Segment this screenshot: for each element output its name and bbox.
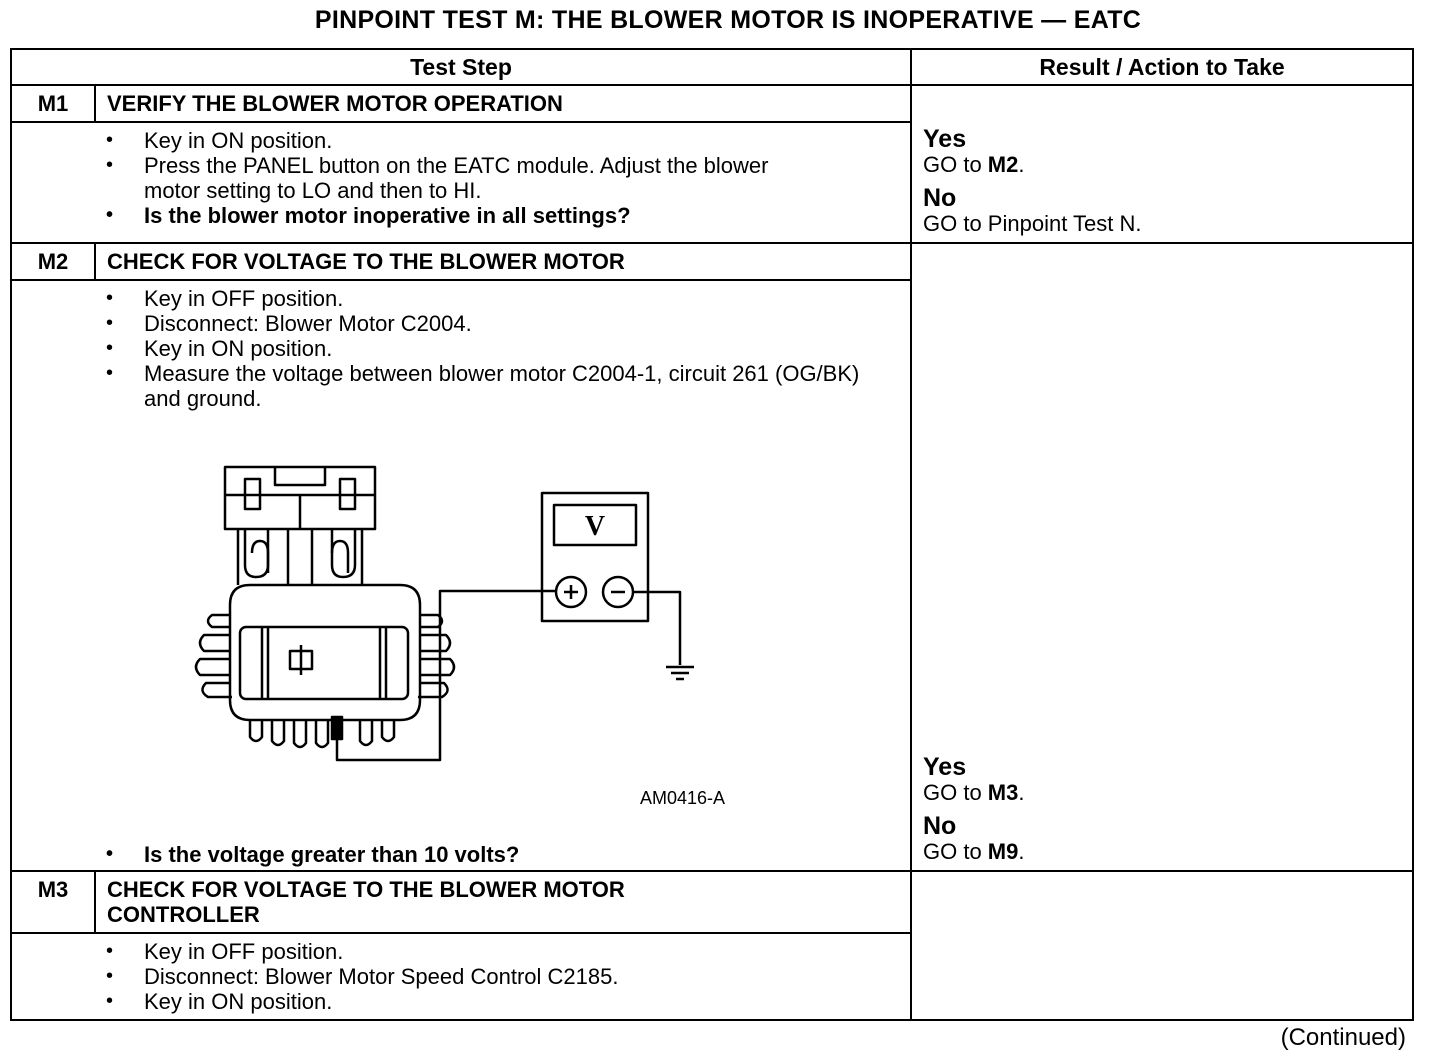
action-prefix: GO to bbox=[923, 780, 988, 805]
step-question-m1: Is the blower motor inoperative in all s… bbox=[106, 203, 826, 228]
step-heading-m2: CHECK FOR VOLTAGE TO THE BLOWER MOTOR bbox=[107, 249, 625, 274]
yes-action: GO to M3. bbox=[923, 780, 1024, 805]
yes-label: Yes bbox=[923, 753, 967, 781]
m2-heading-rule bbox=[10, 279, 912, 281]
step-list-m1: Key in ON position. Press the PANEL butt… bbox=[106, 128, 826, 228]
result-m2: Yes GO to M3. No GO to M9. bbox=[923, 754, 1024, 872]
voltage-test-illustration: V bbox=[194, 465, 694, 762]
no-label: No bbox=[923, 812, 957, 840]
no-label: No bbox=[923, 184, 957, 212]
m2-row-rule bbox=[10, 870, 1414, 872]
no-action: GO to Pinpoint Test N. bbox=[923, 211, 1141, 236]
ground-lead bbox=[633, 590, 682, 665]
action-prefix: GO to bbox=[923, 839, 988, 864]
m1-heading-rule bbox=[10, 121, 912, 123]
page-title: PINPOINT TEST M: THE BLOWER MOTOR IS INO… bbox=[314, 6, 1142, 34]
figure-id: AM0416-A bbox=[640, 788, 726, 808]
action-suffix: . bbox=[1018, 152, 1025, 177]
step-question-m2: Is the voltage greater than 10 volts? bbox=[106, 842, 886, 867]
list-item: Measure the voltage between blower motor… bbox=[106, 361, 886, 411]
step-question-list-m2: Is the voltage greater than 10 volts? bbox=[106, 842, 886, 867]
result-m1: Yes GO to M2. No GO to Pinpoint Test N. bbox=[923, 126, 1141, 244]
step-heading-m1: VERIFY THE BLOWER MOTOR OPERATION bbox=[107, 91, 563, 116]
list-item: Disconnect: Blower Motor Speed Control C… bbox=[106, 964, 886, 989]
test-table bbox=[10, 48, 1414, 1021]
meter-symbol: V bbox=[585, 511, 605, 542]
probe-tip bbox=[330, 715, 344, 741]
continued-note: (Continued) bbox=[1280, 1024, 1406, 1051]
step-id-m2: M2 bbox=[37, 249, 69, 274]
m1-row-rule bbox=[10, 242, 1414, 244]
list-item: Key in ON position. bbox=[106, 989, 886, 1014]
positive-terminal bbox=[554, 575, 588, 609]
no-action: GO to M9. bbox=[923, 839, 1024, 864]
action-prefix: GO to Pinpoint Test N. bbox=[923, 211, 1142, 236]
yes-label: Yes bbox=[923, 125, 967, 153]
result-header: Result / Action to Take bbox=[1039, 54, 1285, 80]
list-item: Key in OFF position. bbox=[106, 939, 886, 964]
heading-line: CHECK FOR VOLTAGE TO THE BLOWER MOTOR bbox=[107, 877, 625, 902]
action-suffix: . bbox=[1018, 839, 1025, 864]
column-divider bbox=[910, 48, 912, 1019]
m3-id-divider bbox=[94, 870, 96, 933]
step-id-m1: M1 bbox=[37, 91, 69, 116]
action-target: M3 bbox=[987, 780, 1019, 805]
action-target: M2 bbox=[987, 152, 1019, 177]
action-target: M9 bbox=[987, 839, 1019, 864]
m1-id-divider bbox=[94, 84, 96, 122]
list-item: Press the PANEL button on the EATC modul… bbox=[106, 153, 826, 203]
list-item: Key in ON position. bbox=[106, 336, 886, 361]
positive-lead bbox=[335, 589, 555, 762]
step-id-m3: M3 bbox=[37, 877, 69, 902]
header-rule bbox=[10, 84, 1414, 86]
step-list-m3: Key in OFF position. Disconnect: Blower … bbox=[106, 939, 886, 1014]
motor-housing bbox=[228, 583, 422, 722]
voltmeter bbox=[540, 491, 650, 623]
yes-action: GO to M2. bbox=[923, 152, 1141, 177]
m3-heading-rule bbox=[10, 932, 912, 934]
test-step-header: Test Step bbox=[410, 54, 512, 80]
list-item: Key in OFF position. bbox=[106, 286, 886, 311]
list-item: Key in ON position. bbox=[106, 128, 826, 153]
heading-line: CONTROLLER bbox=[107, 902, 260, 927]
step-list-m2: Key in OFF position. Disconnect: Blower … bbox=[106, 286, 886, 411]
action-suffix: . bbox=[1018, 780, 1025, 805]
m2-id-divider bbox=[94, 242, 96, 280]
meter-display bbox=[552, 503, 638, 547]
terminal-block bbox=[238, 625, 410, 701]
action-prefix: GO to bbox=[923, 152, 988, 177]
step-heading-m3: CHECK FOR VOLTAGE TO THE BLOWER MOTOR CO… bbox=[107, 877, 625, 927]
list-item: Disconnect: Blower Motor C2004. bbox=[106, 311, 886, 336]
